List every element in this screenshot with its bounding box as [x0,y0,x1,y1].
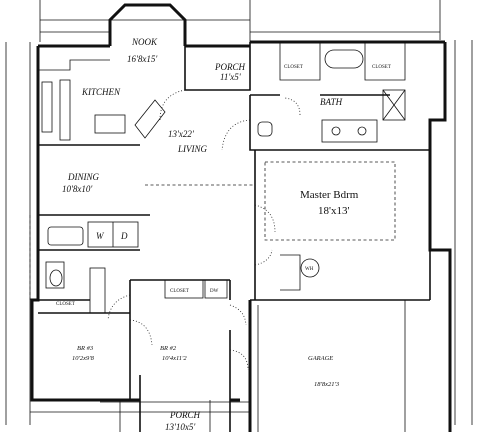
master-label: Master Bdrm [300,189,359,201]
br3-size: 10'2x9'8 [72,355,95,362]
nook-size: 16'8x15' [127,54,158,64]
garage-label: GARAGE [308,355,333,362]
door-swings [107,89,301,371]
porch-top-label: PORCH [214,62,245,72]
dining-label: DINING [67,172,99,182]
garage-size: 18'8x21'3 [314,381,340,388]
interior-walls [38,42,431,432]
dimension-lines [5,0,473,432]
closet-label-bath-left: CLOSET [284,65,303,70]
br3-label: BR #3 [77,345,94,352]
closet-label-br3: CLOSET [56,302,75,307]
dashed-lines [29,161,396,300]
dining-size: 10'8x10' [62,184,93,194]
porch-bottom-size: 13'10x5' [165,422,196,432]
br2-size: 10'4x11'2 [162,355,187,362]
washer-label: W [96,231,105,241]
exterior-walls [30,3,452,432]
master-size: 18'x13' [318,205,349,217]
br2-label: BR #2 [160,345,177,352]
closet-label-br2: CLOSET [170,289,189,294]
kitchen-label: KITCHEN [81,87,121,97]
living-size: 13'x22' [168,129,195,139]
porch-bottom-label: PORCH [169,410,200,420]
closet-label-bath-right: CLOSET [372,65,391,70]
dw-label: DW [210,289,219,294]
dryer-label: D [120,231,128,241]
porch-top-size: 11'x5' [220,72,242,82]
nook-label: NOOK [131,37,158,47]
bath-label: BATH [320,97,343,107]
wh-label: WH [305,267,314,272]
living-label: LIVING [177,144,208,154]
